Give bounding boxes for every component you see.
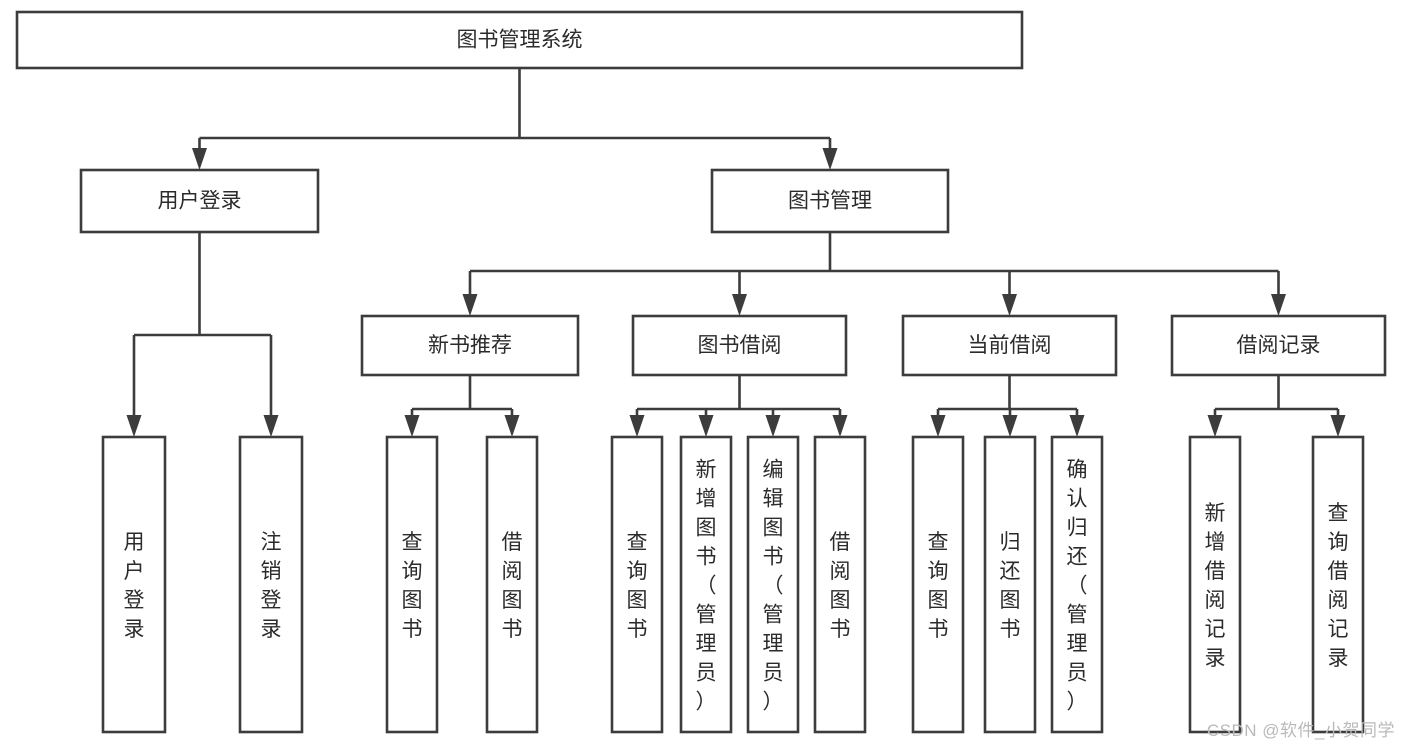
node-box[interactable] <box>385 435 439 734</box>
node-label: 归还图书 <box>1000 531 1021 641</box>
node-label: 借阅记录 <box>1237 334 1321 357</box>
node-leaf-add-record[interactable]: 新增借阅记录 <box>1188 435 1242 734</box>
arrow-head-icon <box>832 415 848 437</box>
arrow-head-icon <box>126 415 142 437</box>
arrow-head-icon <box>192 148 207 170</box>
arrow-head-icon <box>263 415 279 437</box>
arrow-head-icon <box>504 415 520 437</box>
node-box[interactable] <box>238 435 304 734</box>
node-current-borrow[interactable]: 当前借阅 <box>901 314 1118 377</box>
arrow-head-icon <box>404 415 420 437</box>
node-book-borrow[interactable]: 图书借阅 <box>631 314 848 377</box>
node-leaf-borrow-book-1[interactable]: 借阅图书 <box>485 435 539 734</box>
node-label: 图书管理系统 <box>457 29 583 52</box>
node-leaf-query-book-1[interactable]: 查询图书 <box>385 435 439 734</box>
node-book-manage[interactable]: 图书管理 <box>710 168 950 234</box>
arrow-head-icon <box>930 415 946 437</box>
node-leaf-query-record[interactable]: 查询借阅记录 <box>1311 435 1365 734</box>
node-box[interactable] <box>79 168 320 234</box>
node-box[interactable] <box>360 314 580 377</box>
node-leaf-add-book[interactable]: 新增图书（管理员） <box>679 435 733 734</box>
connector-layer <box>126 68 1346 437</box>
node-label: 注销登录 <box>261 531 282 641</box>
node-label: 查询图书 <box>627 531 648 641</box>
node-box[interactable] <box>813 435 867 734</box>
node-user-login[interactable]: 用户登录 <box>79 168 320 234</box>
node-new-book-rec[interactable]: 新书推荐 <box>360 314 580 377</box>
node-leaf-borrow-book-2[interactable]: 借阅图书 <box>813 435 867 734</box>
watermark-label: CSDN @软件_小贺同学 <box>1206 721 1395 740</box>
node-leaf-logout[interactable]: 注销登录 <box>238 435 304 734</box>
node-box[interactable] <box>1050 435 1104 734</box>
node-leaf-query-book-2[interactable]: 查询图书 <box>610 435 664 734</box>
arrow-head-icon <box>698 415 714 437</box>
node-box[interactable] <box>1188 435 1242 734</box>
node-box[interactable] <box>901 314 1118 377</box>
arrow-head-icon <box>462 294 478 316</box>
node-box[interactable] <box>983 435 1037 734</box>
node-label: 图书借阅 <box>698 334 782 357</box>
arrow-head-icon <box>629 415 645 437</box>
node-box[interactable] <box>710 168 950 234</box>
node-box[interactable] <box>631 314 848 377</box>
arrow-head-icon <box>1271 294 1286 316</box>
arrow-head-icon <box>765 415 781 437</box>
arrow-head-icon <box>732 294 747 316</box>
node-label: 查询借阅记录 <box>1328 502 1349 670</box>
node-label: 编辑图书（管理员） <box>763 459 784 714</box>
node-label: 查询图书 <box>402 531 423 641</box>
node-label: 新书推荐 <box>428 334 512 357</box>
arrow-head-icon <box>1069 415 1085 437</box>
arrow-head-icon <box>1330 415 1346 437</box>
node-box[interactable] <box>746 435 800 734</box>
node-box[interactable] <box>1170 314 1387 377</box>
node-label: 新增借阅记录 <box>1205 502 1226 670</box>
node-label: 用户登录 <box>158 190 242 213</box>
node-label: 借阅图书 <box>502 531 523 641</box>
arrow-head-icon <box>822 148 838 170</box>
node-label: 当前借阅 <box>968 334 1052 357</box>
node-leaf-query-book-3[interactable]: 查询图书 <box>911 435 965 734</box>
node-box[interactable] <box>911 435 965 734</box>
node-leaf-edit-book[interactable]: 编辑图书（管理员） <box>746 435 800 734</box>
node-leaf-confirm-return[interactable]: 确认归还（管理员） <box>1050 435 1104 734</box>
node-box[interactable] <box>610 435 664 734</box>
node-leaf-return-book[interactable]: 归还图书 <box>983 435 1037 734</box>
node-leaf-user-login[interactable]: 用户登录 <box>101 435 167 734</box>
node-label: 查询图书 <box>928 531 949 641</box>
node-label: 图书管理 <box>788 190 872 213</box>
node-label: 确认归还（管理员） <box>1067 459 1088 714</box>
arrow-head-icon <box>1207 415 1223 437</box>
arrow-head-icon <box>1002 415 1018 437</box>
arrow-head-icon <box>1002 294 1017 316</box>
node-layer: 图书管理系统用户登录图书管理新书推荐图书借阅当前借阅借阅记录用户登录注销登录查询… <box>15 10 1387 734</box>
node-borrow-record[interactable]: 借阅记录 <box>1170 314 1387 377</box>
node-box[interactable] <box>485 435 539 734</box>
node-root-book-management-system[interactable]: 图书管理系统 <box>15 10 1024 70</box>
node-label: 用户登录 <box>124 531 145 641</box>
node-box[interactable] <box>15 10 1024 70</box>
node-label: 新增图书（管理员） <box>696 459 717 714</box>
node-label: 借阅图书 <box>830 531 851 641</box>
node-box[interactable] <box>101 435 167 734</box>
node-box[interactable] <box>1311 435 1365 734</box>
node-box[interactable] <box>679 435 733 734</box>
